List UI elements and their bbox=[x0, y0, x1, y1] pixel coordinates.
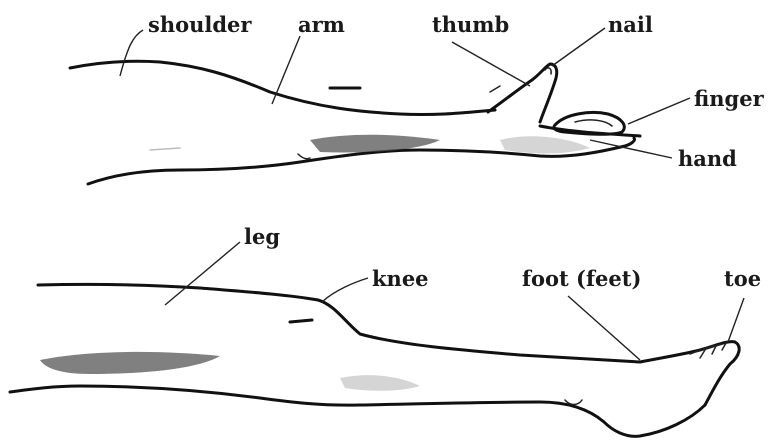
leg-leader bbox=[165, 242, 240, 305]
arm-upper-contour bbox=[70, 61, 495, 114]
finger-leader bbox=[628, 98, 690, 124]
label-finger: finger bbox=[694, 88, 764, 109]
leader-lines bbox=[120, 28, 744, 360]
toe-leader bbox=[728, 298, 744, 342]
knee-cap-mark bbox=[290, 320, 312, 322]
foot-leader bbox=[568, 296, 640, 360]
toes-line bbox=[690, 344, 722, 354]
label-shoulder: shoulder bbox=[148, 14, 251, 35]
label-leg: leg bbox=[244, 226, 280, 247]
label-toe: toe bbox=[724, 268, 761, 289]
leg-upper-contour bbox=[38, 284, 640, 362]
thumb-nail-outline bbox=[545, 68, 551, 74]
thumb-leader bbox=[452, 42, 530, 86]
leg-lower-contour bbox=[10, 386, 705, 436]
leg-drawing bbox=[10, 284, 739, 436]
shoulder-leader bbox=[120, 30, 143, 76]
foot-top-contour bbox=[640, 342, 739, 405]
thumb-crease bbox=[490, 86, 500, 92]
thumb-outline bbox=[488, 64, 557, 122]
arm-drawing bbox=[70, 61, 640, 184]
finger-fold bbox=[575, 120, 612, 126]
calf-shading bbox=[340, 375, 420, 391]
knee-leader bbox=[322, 278, 368, 302]
label-thumb: thumb bbox=[432, 14, 509, 35]
arm-faint-line bbox=[150, 148, 180, 150]
label-foot: foot (feet) bbox=[522, 268, 641, 289]
arm-leader bbox=[272, 36, 300, 104]
label-arm: arm bbox=[298, 14, 345, 35]
hand-shading bbox=[500, 136, 590, 153]
label-hand: hand bbox=[678, 148, 737, 169]
label-nail: nail bbox=[608, 14, 653, 35]
leg-shading bbox=[40, 352, 220, 374]
elbow-mark bbox=[298, 154, 310, 159]
label-knee: knee bbox=[372, 268, 429, 289]
nail-leader bbox=[552, 28, 605, 66]
